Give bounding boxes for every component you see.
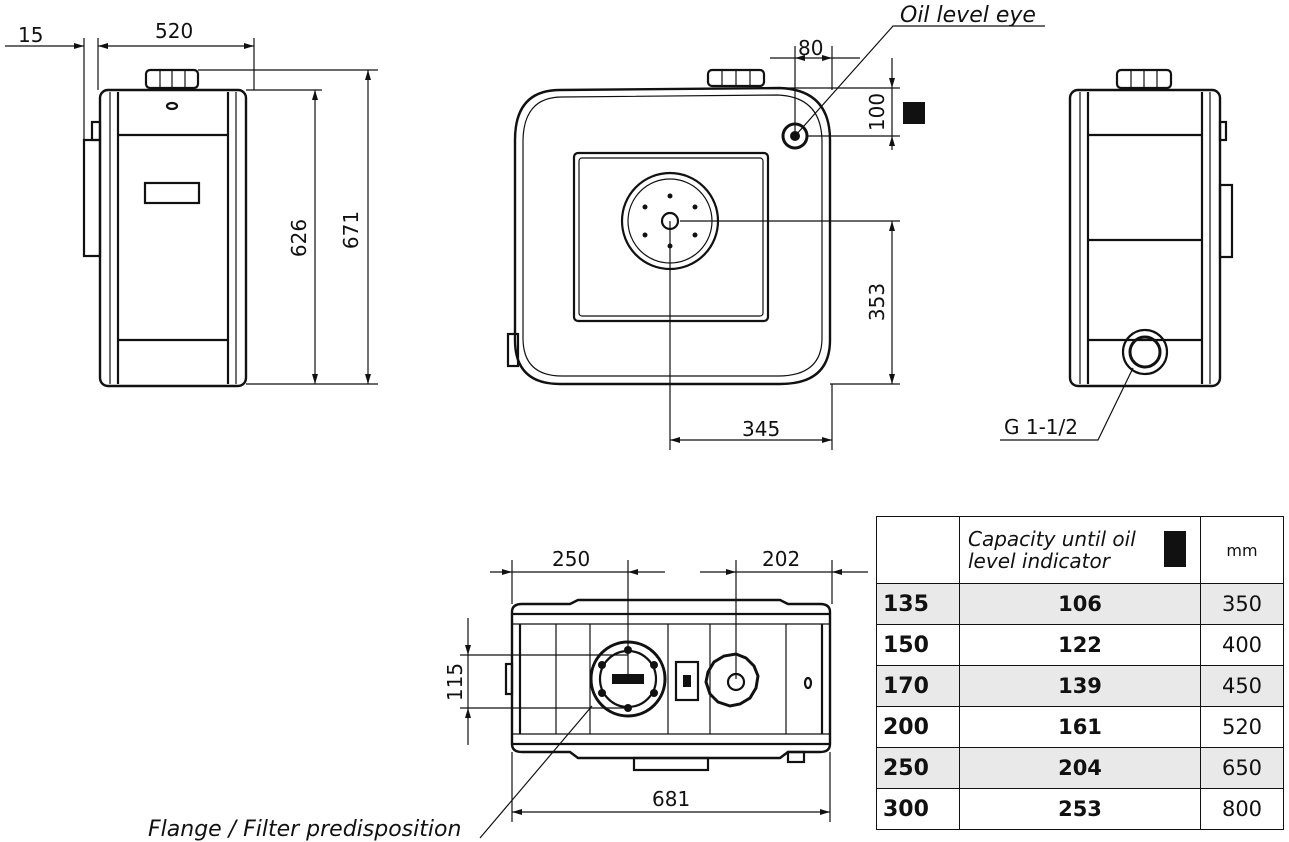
rear-view: G 1-1/2 bbox=[1000, 68, 1234, 441]
table-row: 300 253 800 bbox=[876, 788, 1284, 830]
header-capacity-label: Capacity until oil level indicator bbox=[968, 527, 1136, 573]
table-row: 150 122 400 bbox=[876, 624, 1284, 666]
front-view: 15 520 626 671 bbox=[5, 19, 378, 388]
cell-model: 200 bbox=[876, 706, 960, 748]
side-body bbox=[513, 86, 832, 386]
table-row: 135 106 350 bbox=[876, 583, 1284, 625]
table-row: 170 139 450 bbox=[876, 665, 1284, 707]
cell-capacity: 122 bbox=[959, 624, 1201, 666]
cell-capacity: 253 bbox=[959, 788, 1201, 830]
dim-top-flange-offset: 250 bbox=[552, 547, 590, 571]
rear-outlet bbox=[1121, 328, 1169, 376]
callout-thread: G 1-1/2 bbox=[1004, 415, 1078, 439]
dim-top-cap-offset: 202 bbox=[762, 547, 800, 571]
dim-top-length: 681 bbox=[652, 787, 690, 811]
cell-mm: 400 bbox=[1200, 624, 1284, 666]
dim-front-offset: 15 bbox=[18, 23, 43, 47]
cell-model: 150 bbox=[876, 624, 960, 666]
callout-flange: Flange / Filter predisposition bbox=[148, 817, 461, 842]
header-unit: mm bbox=[1200, 516, 1284, 584]
dim-side-eye-height: 100 bbox=[865, 93, 889, 131]
callout-oil-level-eye: Oil level eye bbox=[900, 3, 1036, 28]
cell-capacity: 139 bbox=[959, 665, 1201, 707]
cell-model: 170 bbox=[876, 665, 960, 707]
oil-level-marker bbox=[903, 102, 925, 124]
cell-model: 250 bbox=[876, 747, 960, 789]
top-filler-cap bbox=[704, 652, 760, 708]
dim-front-inner-height: 626 bbox=[287, 219, 311, 257]
dim-front-width: 520 bbox=[155, 19, 193, 43]
cell-capacity: 106 bbox=[959, 583, 1201, 625]
cell-mm: 650 bbox=[1200, 747, 1284, 789]
front-label-plate bbox=[143, 181, 201, 205]
cell-mm: 520 bbox=[1200, 706, 1284, 748]
table-header-row: Capacity until oil level indicator mm bbox=[876, 516, 1284, 584]
oil-level-indicator-icon bbox=[1164, 531, 1186, 567]
cell-capacity: 204 bbox=[959, 747, 1201, 789]
side-view: Oil level eye 80 100 353 345 bbox=[506, 3, 1045, 450]
dim-side-center-offset: 345 bbox=[742, 417, 780, 441]
cell-model: 300 bbox=[876, 788, 960, 830]
side-panel bbox=[572, 151, 770, 323]
top-view: 250 202 115 681 Flange / Filter predispo… bbox=[148, 547, 868, 842]
cell-mm: 800 bbox=[1200, 788, 1284, 830]
header-capacity: Capacity until oil level indicator bbox=[959, 516, 1201, 584]
table-row: 200 161 520 bbox=[876, 706, 1284, 748]
cell-mm: 350 bbox=[1200, 583, 1284, 625]
capacity-table: Capacity until oil level indicator mm 13… bbox=[876, 516, 1284, 830]
dim-side-eye-offset: 80 bbox=[798, 36, 823, 60]
cell-capacity: 161 bbox=[959, 706, 1201, 748]
dim-front-total-height: 671 bbox=[339, 211, 363, 249]
cell-mm: 450 bbox=[1200, 665, 1284, 707]
dim-side-center-height: 353 bbox=[865, 283, 889, 321]
dim-top-height: 115 bbox=[443, 663, 467, 701]
cell-model: 135 bbox=[876, 583, 960, 625]
header-model bbox=[876, 516, 960, 584]
table-row: 250 204 650 bbox=[876, 747, 1284, 789]
